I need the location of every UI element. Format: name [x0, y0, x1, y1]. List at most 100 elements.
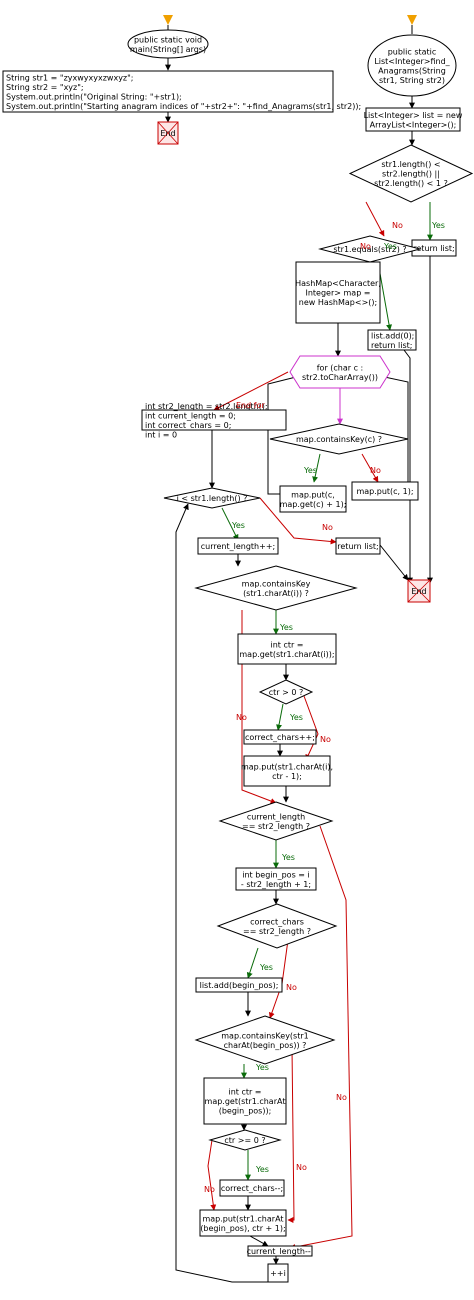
edge-label-yes: Yes: [431, 221, 445, 230]
node-shape-rect: [197, 537, 279, 555]
node-text-line: map.put(str1.charAt(i),: [241, 762, 333, 771]
node-text-line: i < str1.length() ?: [177, 494, 248, 503]
node-text-line: map.get(str1.charAt: [205, 1097, 286, 1106]
node-list-init: List<Integer> list = newArrayList<Intege…: [364, 107, 463, 132]
node-text-line: correct_chars++;: [245, 733, 315, 742]
node-text-line: int ctr =: [228, 1088, 261, 1097]
node-shape-rect: [351, 481, 419, 501]
edge-label-yes: Yes: [255, 1063, 269, 1072]
edge-i-yes: [221, 507, 239, 541]
node-text-line: for (char c :: [317, 363, 364, 372]
node-text-line: return list;: [337, 542, 378, 551]
node-text-line: == str2_length ?: [243, 927, 311, 936]
node-text-line: current_length++;: [201, 542, 275, 551]
node-text-line: map.put(c,: [291, 490, 335, 499]
node-text-line: str1.length() <: [381, 160, 440, 169]
edge-ck-yes: [312, 453, 321, 483]
node-shape-ellipse: [127, 29, 209, 59]
node-cond-ctr-gt: ctr > 0 ?: [258, 679, 314, 705]
node-text-line: map.containsKey(c) ?: [296, 435, 382, 444]
node-cond-i: i < str1.length() ?: [163, 487, 261, 509]
node-text-line: ctr - 1);: [272, 772, 302, 781]
node-text-line: int current_length = 0;: [145, 411, 236, 420]
node-text-line: str2.length() < 1 ?: [374, 179, 448, 188]
node-shape-diamond: [163, 487, 261, 509]
node-shape-diamond: [348, 144, 474, 203]
node-shape-rect: [219, 1179, 285, 1197]
node-for-loop: for (char c :str2.toCharArray()): [289, 355, 391, 389]
edge-putbp-curdec: [249, 1235, 269, 1247]
edge-cur-no: [289, 825, 353, 1250]
node-text-line: int str2_length = str2.length();: [145, 402, 268, 411]
node-text-line: main(String[] args): [130, 45, 206, 54]
node-put-one: map.put(c, 1);: [351, 481, 419, 501]
node-text-line: map.put(c, 1);: [356, 487, 413, 496]
edge-putone-loop: [379, 374, 409, 491]
node-text-line: Anagrams(String: [378, 66, 446, 75]
node-hashmap: HashMap<Character,Integer> map =new Hash…: [295, 261, 381, 324]
node-text-line: String str2 = "xyz";: [6, 83, 84, 92]
node-text-line: list.add(0);: [371, 331, 414, 340]
edge-label-no: No: [286, 983, 297, 992]
node-text-line: str2.toCharArray()): [302, 373, 378, 382]
node-shape-rect: [335, 537, 381, 555]
edge-label-no: No: [204, 1185, 215, 1194]
node-text-line: new HashMap<>();: [299, 298, 377, 307]
node-shape-rect: [141, 409, 287, 431]
node-shape-rect: [243, 755, 331, 787]
node-shape-diamond: [269, 423, 409, 455]
node-text-line: current_length: [247, 812, 305, 821]
node-text-line: (begin_pos), ctr + 1);: [200, 1224, 285, 1233]
edge-ckbp-no: [287, 1047, 295, 1223]
node-text-line: int correct_chars = 0;: [145, 421, 231, 430]
node-init-vars: int str2_length = str2.length();int curr…: [141, 402, 287, 439]
node-cond-correct: correct_chars== str2_length ?: [216, 903, 338, 949]
node-main-body: String str1 = "zyxwyxyxzwxyz";String str…: [2, 70, 361, 113]
node-fa-start: public staticList<Integer>find_Anagrams(…: [367, 34, 457, 97]
end-cross-icon: [407, 579, 431, 603]
node-ctr-get: int ctr =map.get(str1.charAt(i));: [237, 633, 337, 665]
edge-add0-end: [403, 349, 413, 584]
edge-label-no: No: [336, 1093, 347, 1102]
edge-label-no: No: [322, 523, 333, 532]
fa-start-marker: [407, 15, 417, 25]
node-shape-rect: [195, 977, 283, 993]
node-i-inc: ++i: [267, 1263, 289, 1283]
node-main-end: End: [157, 121, 179, 145]
edge-iinc-loop: [175, 503, 268, 1283]
edge-label-yes: Yes: [259, 963, 273, 972]
node-shape-diamond: [258, 679, 314, 705]
node-correct-inc: correct_chars++;: [243, 729, 317, 745]
node-text-line: End: [160, 129, 175, 138]
node-shape-rect: [267, 1263, 289, 1283]
edge-label-yes: Yes: [279, 623, 293, 632]
node-text-line: map.put(str1.charAt: [202, 1214, 283, 1223]
edge-label-yes: Yes: [303, 466, 317, 475]
node-text-line: HashMap<Character,: [295, 279, 381, 288]
edge-label-yes: Yes: [383, 242, 397, 251]
node-fa-end: End: [407, 579, 431, 603]
node-begin-pos: int begin_pos = i- str2_length + 1;: [235, 867, 317, 891]
node-text-line: System.out.println("Original String: "+s…: [6, 92, 182, 101]
edge-label-no: No: [392, 221, 403, 230]
node-shape-rect: [237, 633, 337, 665]
node-text-line: String str1 = "zyxwyxyxzwxyz";: [6, 73, 134, 82]
edge-putinc-loop: [267, 374, 301, 495]
edge-label-yes: Yes: [289, 713, 303, 722]
node-shape-diamond: [194, 565, 358, 611]
node-shape-rect: [199, 1209, 287, 1237]
node-list-add-bp: list.add(begin_pos);: [195, 977, 283, 993]
node-text-line: List<Integer> list = new: [364, 111, 463, 120]
node-text-line: public static void: [134, 35, 202, 44]
node-shape-rect: [247, 1245, 313, 1257]
node-text-line: List<Integer>find_: [374, 57, 450, 66]
node-shape-rect: [295, 261, 381, 324]
node-text-line: ArrayList<Integer>();: [370, 120, 457, 129]
edge-label-no: No: [370, 466, 381, 475]
node-cond-curlen: current_length== str2_length ?: [218, 801, 334, 841]
node-shape-diamond: [216, 903, 338, 949]
node-cur-inc: current_length++;: [197, 537, 279, 555]
